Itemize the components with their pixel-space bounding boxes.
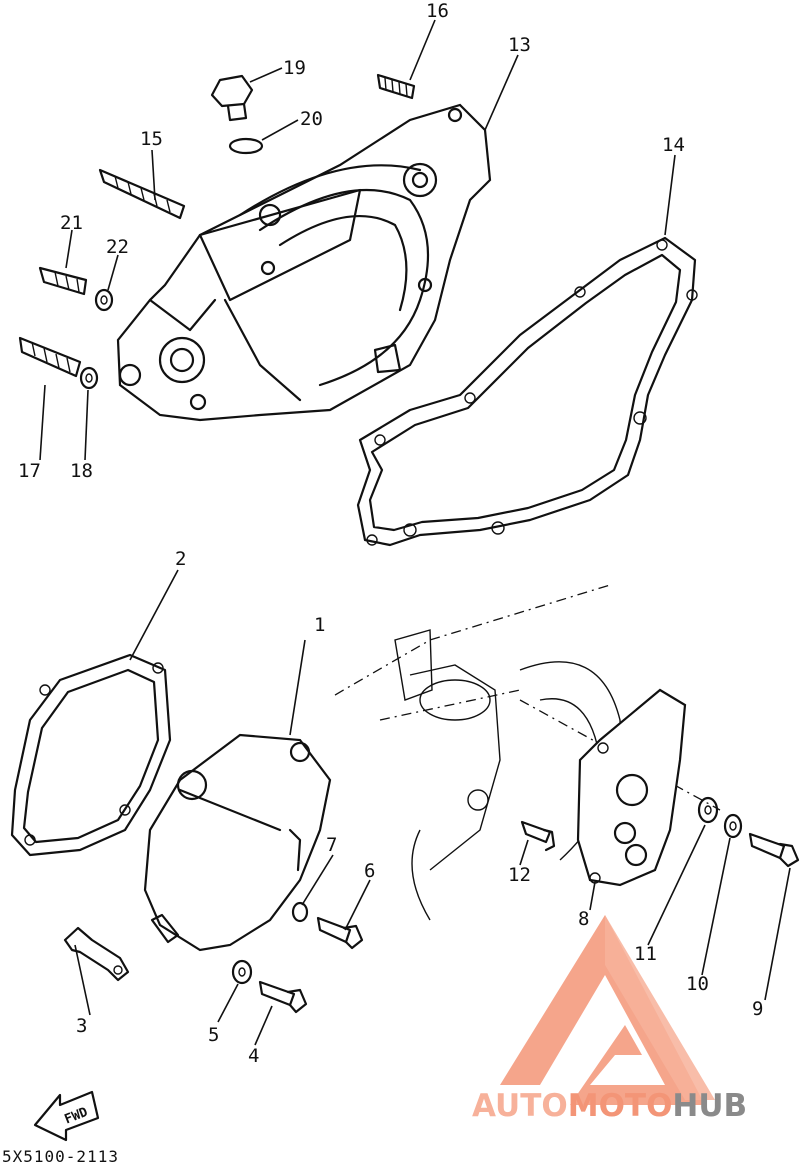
callout-13: 13 (508, 34, 531, 56)
watermark-part-moto: MOTO (567, 1088, 673, 1124)
crankcase-cover-13 (116, 103, 492, 422)
callout-19: 19 (283, 57, 306, 79)
callout-15: 15 (140, 128, 163, 150)
callout-22: 22 (106, 236, 129, 258)
bolt-21 (38, 266, 88, 296)
callout-8: 8 (578, 908, 590, 930)
callout-12: 12 (508, 864, 531, 886)
watermark-part-hub: HUB (672, 1088, 748, 1124)
cover-1 (143, 733, 332, 952)
callout-18: 18 (70, 460, 93, 482)
watermark-logo-icon (500, 915, 715, 1105)
callout-21: 21 (60, 212, 83, 234)
bolt-17 (18, 336, 82, 378)
clamp-3 (63, 926, 130, 982)
callout-17: 17 (18, 460, 41, 482)
callout-6: 6 (364, 860, 376, 882)
callout-10: 10 (686, 973, 709, 995)
oil-filler-plug-19 (210, 74, 254, 122)
callout-9: 9 (752, 998, 764, 1020)
fwd-label: FWD (63, 1105, 91, 1128)
watermark-part-auto: AUTO (472, 1088, 568, 1124)
gasket-14 (356, 236, 698, 547)
callout-14: 14 (662, 134, 685, 156)
callout-1: 1 (314, 614, 326, 636)
bolt-9 (748, 832, 800, 868)
o-ring-20 (228, 137, 264, 155)
watermark-text: AUTOMOTOHUB (472, 1088, 747, 1124)
fwd-arrow (33, 1090, 100, 1142)
callout-11: 11 (634, 943, 657, 965)
washer-11 (697, 796, 719, 824)
washer-5 (231, 959, 253, 985)
callout-4: 4 (248, 1045, 260, 1067)
bolt-15 (98, 168, 186, 220)
callout-16: 16 (426, 0, 449, 22)
bolt-6 (316, 916, 364, 950)
gasket-2 (10, 653, 172, 857)
bolt-12 (520, 820, 556, 852)
bolt-4 (258, 980, 308, 1014)
washer-18 (79, 366, 99, 390)
callout-2: 2 (175, 548, 187, 570)
washer-7 (291, 901, 309, 923)
callout-3: 3 (76, 1015, 88, 1037)
callout-20: 20 (300, 108, 323, 130)
callout-5: 5 (208, 1024, 220, 1046)
washer-22 (94, 288, 114, 312)
leader-lines (39, 19, 791, 1046)
washer-10 (723, 813, 743, 839)
water-pump-cover-8 (576, 688, 687, 887)
callout-7: 7 (326, 834, 338, 856)
drawing-code: 5X5100-2113 (2, 1147, 119, 1166)
bolt-16 (376, 73, 416, 100)
